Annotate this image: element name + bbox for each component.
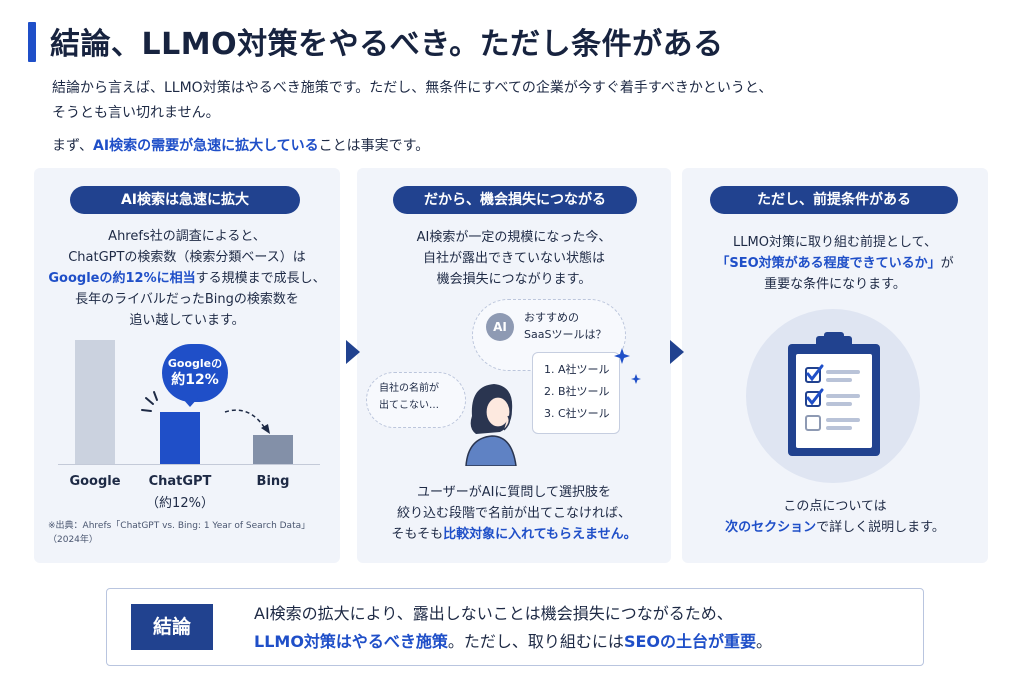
panel1-description: Ahrefs社の調査によると、 ChatGPTの検索数（検索分類ベース）は Go… xyxy=(34,226,340,331)
ai-question-text: おすすめの SaaSツールは？ xyxy=(524,309,606,343)
intro-second-emphasis: AI検索の需要が急速に拡大している xyxy=(93,138,319,154)
panel3-bottom-line-2-emphasis: 次のセクション xyxy=(725,520,817,535)
question-line-1: おすすめの xyxy=(524,311,579,324)
panel3-bottom-line-2-post: で詳しく説明します。 xyxy=(816,520,945,535)
panel3-bottom-line-2: 次のセクションで詳しく説明します。 xyxy=(682,517,988,538)
panel3-line-1: LLMO対策に取り組む前提として、 xyxy=(733,235,937,250)
panel2-bottom-line-3-emphasis: 比較対象に入れてもらえません。 xyxy=(443,527,637,542)
conclusion-emphasis-1: LLMO対策はやるべき施策 xyxy=(254,632,448,651)
thought-text: 自社の名前が 出てこない… xyxy=(379,380,439,414)
panel2-line-3: 機会損失につながります。 xyxy=(436,272,592,287)
intro-paragraph: 結論から言えば、LLMO対策はやるべき施策です。ただし、無条件にすべての企業が今… xyxy=(52,76,982,126)
thought-line-2: 出てこない… xyxy=(379,400,439,411)
bubble-line-2: 約12% xyxy=(171,372,219,388)
panel2-bottom-line-2: 絞り込む段階で名前が出てこなければ、 xyxy=(396,506,631,521)
conclusion-emphasis-2: SEOの土台が重要 xyxy=(623,632,756,651)
panel1-heading: AI検索は急速に拡大 xyxy=(70,186,300,214)
dashed-arrow-icon xyxy=(224,409,267,431)
x-tick-label: ChatGPT xyxy=(148,474,212,489)
panel2-bottom-line-3-pre: そもそも xyxy=(391,527,444,542)
panel1-line-4: 長年のライバルだったBingの検索数を xyxy=(75,292,299,307)
conclusion-line-2-post: 。 xyxy=(756,632,773,651)
x-tick-sublabel: （約12%） xyxy=(146,496,214,511)
conclusion-text: AI検索の拡大により、露出しないことは機会損失につながるため、 LLMO対策はや… xyxy=(254,600,772,656)
intro-line-2: そうとも言い切れません。 xyxy=(52,105,220,121)
emphasis-strokes-icon xyxy=(141,391,158,412)
panel3-bottom-line-1: この点については xyxy=(783,499,887,514)
bubble-tail xyxy=(182,398,198,407)
panel1-line-3-post: する規模まで成長し、 xyxy=(195,271,326,286)
panel1-line-1: Ahrefs社の調査によると、 xyxy=(108,229,266,244)
bubble-line-1: Googleの xyxy=(167,357,223,370)
conclusion-line-2-mid: 。ただし、取り組むには xyxy=(447,632,624,651)
panel3-line-3: 重要な条件になります。 xyxy=(764,277,906,292)
x-tick-label: Google xyxy=(69,474,121,489)
panel3-line-2: 「SEO対策がある程度できているか」が xyxy=(682,253,988,274)
arrow-right-icon xyxy=(346,340,360,364)
chatgpt-share-bubble: Googleの 約12% xyxy=(162,344,228,402)
conclusion-line-1: AI検索の拡大により、露出しないことは機会損失につながるため、 xyxy=(254,604,733,623)
ai-avatar: AI xyxy=(486,313,514,341)
bar-google xyxy=(75,340,115,464)
panel3-line-2-emphasis: 「SEO対策がある程度できているか」 xyxy=(716,256,941,271)
dashed-arrow-head-icon xyxy=(261,424,270,434)
panel2-bottom-line-1: ユーザーがAIに質問して選択肢を xyxy=(416,485,612,500)
arrow-right-icon xyxy=(670,340,684,364)
source-note-line-2: （2024年） xyxy=(48,535,98,545)
ai-answer-list xyxy=(532,352,620,434)
question-line-2: SaaSツールは？ xyxy=(524,328,607,341)
panel2-description: AI検索が一定の規模になった今、 自社が露出できていない状態は 機会損失につなが… xyxy=(357,227,671,290)
title-accent-bar xyxy=(28,22,36,62)
panel3-line-2-post: が xyxy=(940,256,954,271)
answer-item-1: 1. A社ツール xyxy=(544,363,610,376)
thinking-person-icon xyxy=(465,384,517,466)
panel2-line-2: 自社が露出できていない状態は xyxy=(422,251,605,266)
thought-line-1: 自社の名前が xyxy=(379,383,439,394)
chart-decoration xyxy=(141,391,270,434)
thought-bubble xyxy=(366,372,466,428)
chart-baseline xyxy=(58,464,320,465)
answer-item-2: 2. B社ツール xyxy=(544,385,610,398)
intro-second-pre: まず、 xyxy=(52,138,94,154)
intro-line-1: 結論から言えば、LLMO対策はやるべき施策です。ただし、無条件にすべての企業が今… xyxy=(52,80,773,96)
conclusion-box xyxy=(106,588,924,666)
source-note-line-1: ※出典：Ahrefs「ChatGPT vs. Bing: 1 Year of S… xyxy=(48,521,311,531)
panel2-line-1: AI検索が一定の規模になった今、 xyxy=(416,230,612,245)
answer-item-3: 3. C社ツール xyxy=(544,407,610,420)
sparkle-icon xyxy=(614,348,641,384)
panel3-bottom-description: この点については 次のセクションで詳しく説明します。 xyxy=(682,496,988,538)
intro-second-post: ことは事実です。 xyxy=(318,138,430,154)
source-note: ※出典：Ahrefs「ChatGPT vs. Bing: 1 Year of S… xyxy=(48,519,310,547)
conclusion-line-2: LLMO対策はやるべき施策。ただし、取り組むにはSEOの土台が重要。 xyxy=(254,628,772,656)
checklist-clipboard-icon xyxy=(788,332,880,456)
panel3-description: LLMO対策に取り組む前提として、 「SEO対策がある程度できているか」が 重要… xyxy=(682,232,988,295)
bar-chatgpt xyxy=(160,411,200,464)
panel1-line-3-emphasis: Googleの約12%に相当 xyxy=(48,271,196,286)
x-tick-label: Bing xyxy=(256,474,290,489)
panel1-line-3: Googleの約12%に相当する規模まで成長し、 xyxy=(34,268,340,289)
panel2-heading: だから、機会損失につながる xyxy=(393,186,637,214)
panel1-line-2: ChatGPTの検索数（検索分類ベース）は xyxy=(68,250,306,265)
panel1-line-5: 追い越しています。 xyxy=(129,313,245,328)
panel3-heading: ただし、前提条件がある xyxy=(710,186,958,214)
panel2-bottom-description: ユーザーがAIに質問して選択肢を 絞り込む段階で名前が出てこなければ、 そもそも… xyxy=(357,482,671,545)
panel2-bottom-line-3: そもそも比較対象に入れてもらえません。 xyxy=(357,524,671,545)
intro-second-paragraph: まず、AI検索の需要が急速に拡大していることは事実です。 xyxy=(52,135,429,155)
conclusion-label: 結論 xyxy=(131,604,213,650)
page-title: 結論、LLMO対策をやるべき。ただし条件がある xyxy=(50,27,724,62)
bar-bing xyxy=(253,435,293,464)
